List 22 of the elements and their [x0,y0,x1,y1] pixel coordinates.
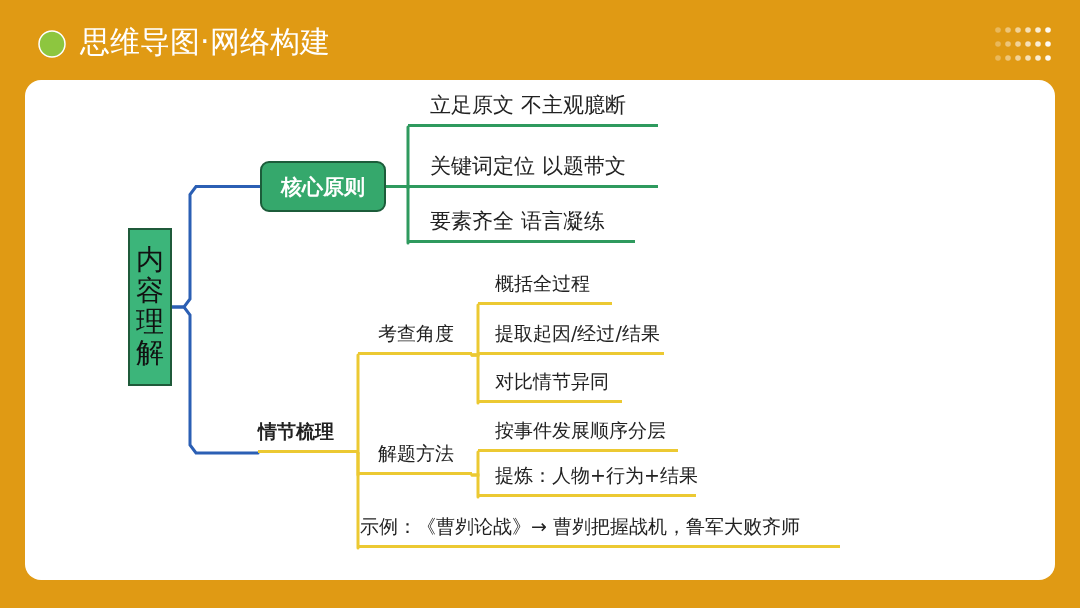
vertical-topic-text: 内容理解 [136,245,164,369]
branch-connector [470,353,480,405]
topic-text: 立足原文 不主观臆断 [430,92,626,119]
slide-title: 思维导图·网络构建 [80,23,330,61]
topic-text: 核心原则 [281,173,365,201]
topic-text: 提取起因/经过/结果 [495,321,660,346]
branch-connector [470,473,480,499]
topic-text: 解题方法 [378,441,454,466]
topic-text: 关键词定位 以题带文 [430,153,626,180]
topic-text: 提炼：人物+行为+结果 [495,463,698,488]
topic-text: 示例：《曹刿论战》→ 曹刿把握战机，鲁军大败齐师 [360,514,800,539]
topic-text: 要素齐全 语言凝练 [430,208,605,235]
topic-text: 对比情节异同 [495,369,609,394]
branch-connector [384,185,410,245]
topic-text: 按事件发展顺序分层 [495,418,666,443]
root-topic-box [128,228,172,386]
topic-text: 考查角度 [378,321,454,346]
topic-text: 概括全过程 [495,271,590,296]
branch-connector [356,353,360,455]
topic-text: 情节梳理 [258,419,334,444]
topic-box [260,161,386,212]
branch-connector [356,451,360,550]
